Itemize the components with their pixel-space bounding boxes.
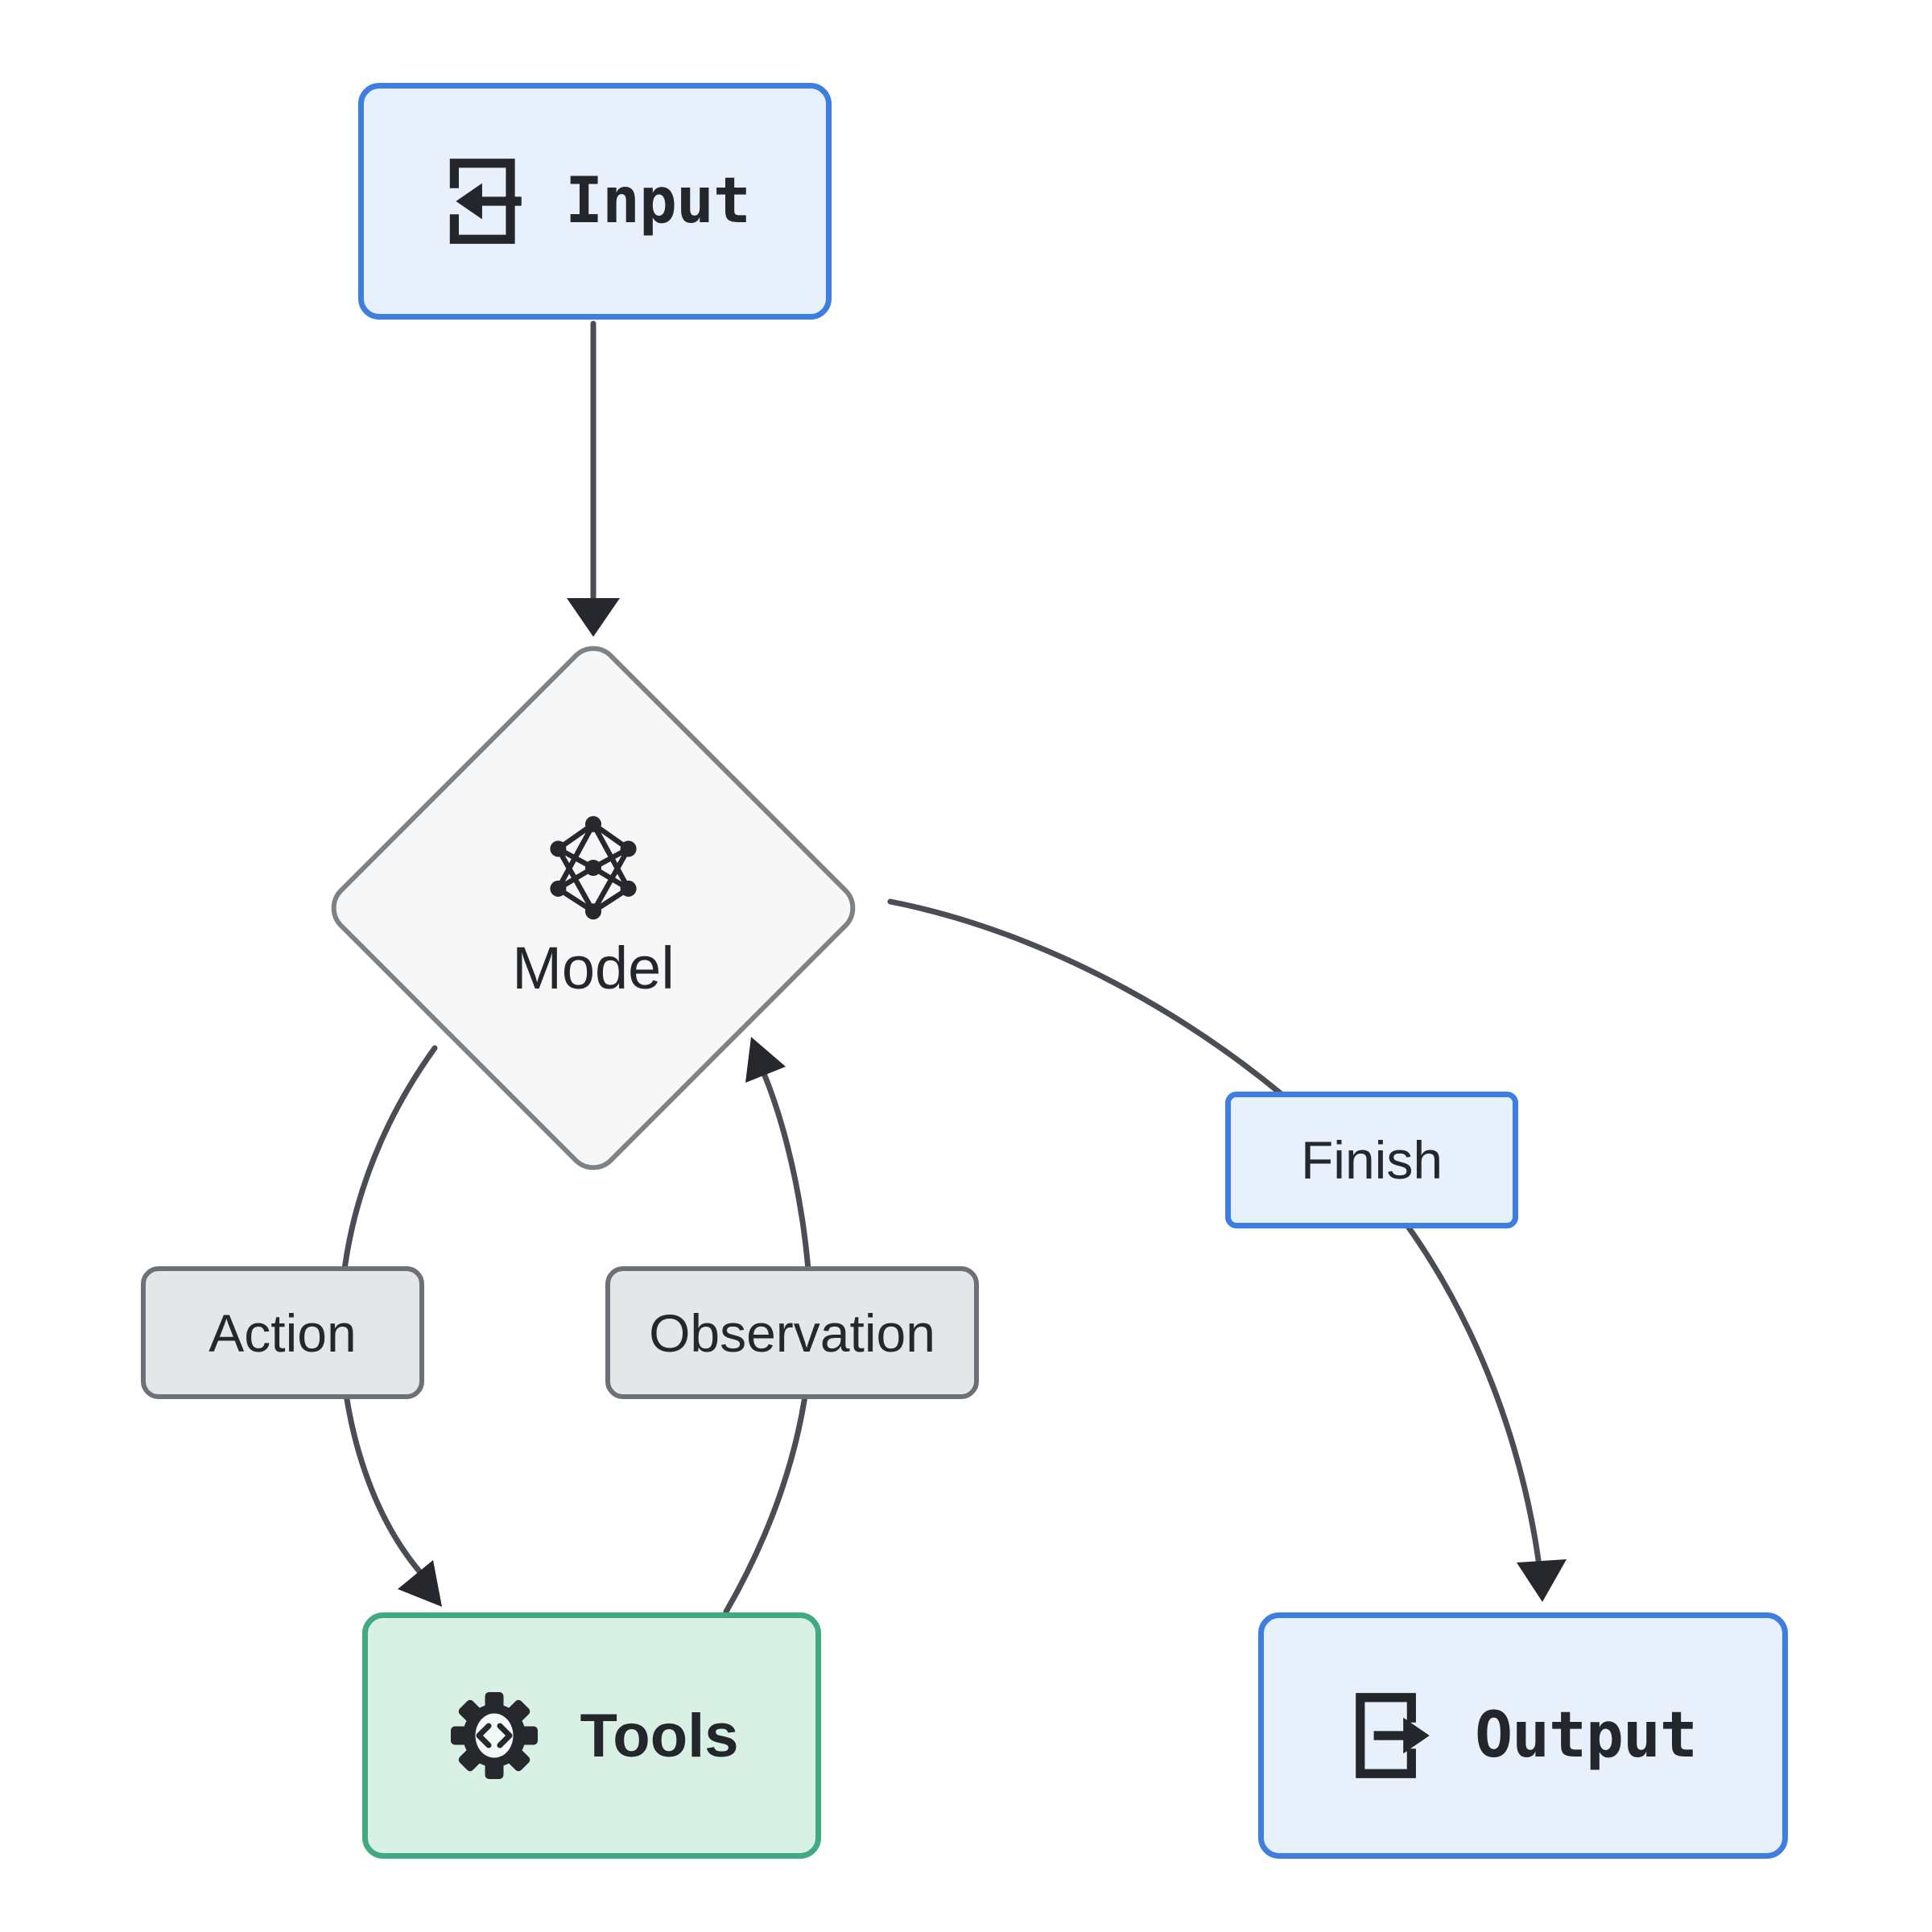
node-model: Model xyxy=(320,634,867,1182)
node-input: Input xyxy=(358,83,832,320)
arrowhead-into-model-top xyxy=(567,598,620,637)
arrowhead-into-tools xyxy=(398,1560,442,1607)
import-icon xyxy=(440,152,530,250)
edge-model-output xyxy=(887,898,1542,1563)
arrowhead-into-model-side xyxy=(745,1037,786,1083)
edge-label-action: Action xyxy=(141,1266,424,1399)
gear-code-icon xyxy=(444,1686,544,1785)
edge-label-observation: Observation xyxy=(605,1266,979,1399)
node-tools-label: Tools xyxy=(580,1701,739,1770)
edge-label-finish: Finish xyxy=(1225,1092,1518,1228)
node-tools: Tools xyxy=(362,1612,821,1859)
neural-network-icon xyxy=(545,815,642,921)
node-input-label: Input xyxy=(565,165,751,237)
node-output-label: Output xyxy=(1475,1699,1698,1772)
node-output: Output xyxy=(1258,1612,1788,1859)
arrowhead-into-output xyxy=(1517,1559,1567,1602)
node-model-label: Model xyxy=(512,934,675,1001)
export-icon xyxy=(1349,1686,1439,1785)
